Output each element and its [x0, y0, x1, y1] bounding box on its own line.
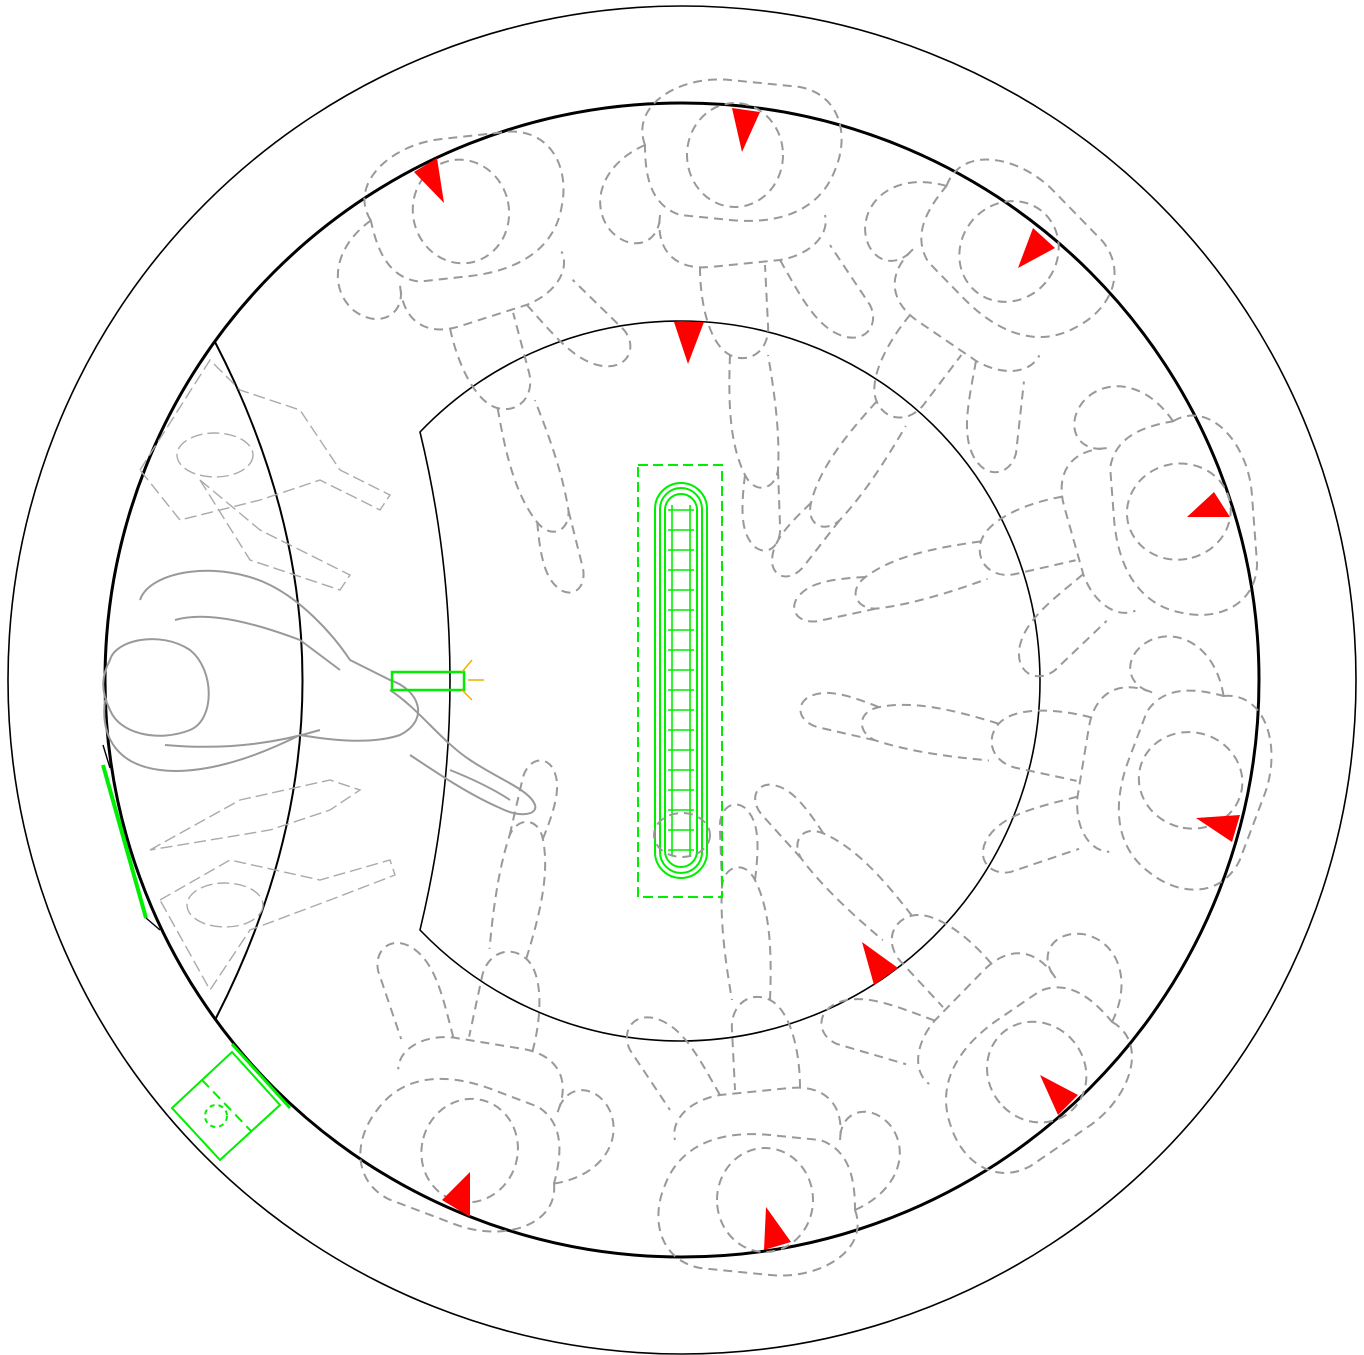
green-desk	[390, 659, 484, 701]
seating-area	[312, 78, 1300, 1277]
green-cabinet	[170, 1042, 292, 1162]
red-triangle-marker	[1040, 1075, 1078, 1115]
instrument-figure	[389, 689, 537, 816]
red-triangle-marker	[1196, 815, 1240, 842]
seat-cluster-bottom-right	[675, 681, 1190, 1220]
performer-figure	[102, 638, 210, 737]
red-triangle-marker	[862, 942, 898, 985]
red-triangle-marker	[1018, 228, 1055, 268]
stage-partition	[214, 341, 304, 1021]
table-slats	[668, 509, 694, 851]
outer-wall	[7, 5, 1357, 1355]
center-table	[637, 464, 723, 898]
seat-cluster-top	[599, 78, 875, 552]
center-table-area	[637, 464, 723, 898]
spotlight-icon	[461, 659, 484, 701]
stage-figures	[102, 569, 537, 816]
seat-cluster-top-right	[650, 105, 1165, 645]
wall-panel-strip	[101, 764, 148, 919]
seat-cluster-right-upper	[764, 364, 1279, 718]
red-triangle-marker	[732, 108, 760, 152]
central-floor-outline	[419, 320, 1041, 1042]
red-triangle-marker	[674, 322, 704, 364]
table-seat-marker	[653, 812, 711, 858]
seat-cluster-top-left	[312, 107, 680, 628]
red-triangle-marker	[442, 1172, 470, 1217]
red-triangle-marker	[764, 1207, 791, 1250]
wall-markers	[414, 108, 1240, 1250]
wall-panel-edge	[102, 744, 161, 931]
inner-wall	[103, 101, 1261, 1259]
stage-chairs	[139, 358, 396, 992]
red-triangle-marker	[1187, 492, 1230, 517]
red-triangle-marker	[414, 158, 444, 203]
